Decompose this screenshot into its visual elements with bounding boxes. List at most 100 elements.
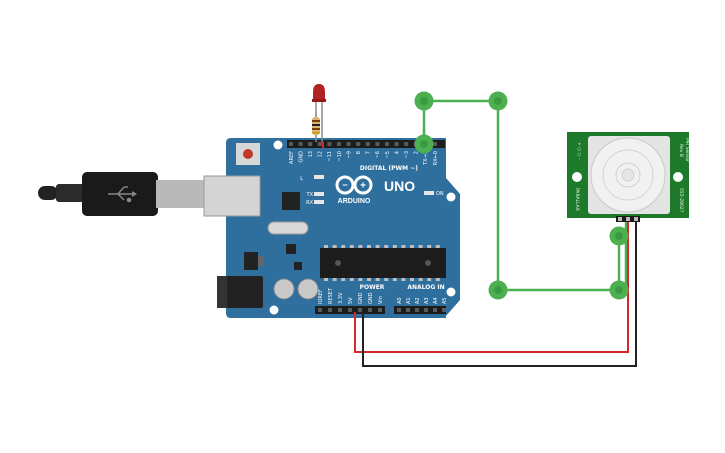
crystal-oscillator [267, 221, 309, 235]
arduino-logo: − + [335, 175, 373, 195]
header-pin-label: GND [298, 151, 304, 163]
pir-mount-hole [673, 172, 683, 182]
chip-leg [392, 245, 397, 248]
header-pin-label: 13 [308, 151, 314, 157]
header-pin-socket[interactable] [424, 308, 428, 312]
resistor[interactable] [312, 114, 320, 142]
header-pin-socket[interactable] [404, 142, 409, 146]
analog-label: ANALOG IN [407, 284, 444, 291]
mounting-hole [446, 192, 456, 202]
usb-cable-neck [56, 184, 84, 202]
power-label: POWER [360, 284, 385, 291]
header-pin-socket[interactable] [365, 142, 370, 146]
pir-pin-vcc[interactable] [626, 217, 630, 221]
header-pin-socket[interactable] [327, 142, 332, 146]
pir-dome-ring [615, 162, 641, 188]
chip-leg [332, 245, 337, 248]
chip-leg [392, 278, 397, 281]
chip-leg [332, 278, 337, 281]
header-pin-socket[interactable] [358, 308, 362, 312]
chip-legs-top [324, 245, 440, 248]
header-pin-socket[interactable] [375, 142, 380, 146]
header-pin-socket[interactable] [433, 142, 437, 146]
logo-plus: + [360, 181, 366, 192]
mounting-hole [273, 140, 283, 150]
header-pin-socket[interactable] [346, 142, 351, 146]
header-pin-socket[interactable] [385, 142, 389, 146]
header-pin-label: A4 [433, 297, 439, 304]
resistor-band [312, 120, 320, 122]
header-pin-socket[interactable] [433, 308, 437, 312]
voltage-regulator [244, 252, 258, 270]
header-pin-socket[interactable] [289, 142, 293, 146]
small-chip [294, 262, 302, 270]
header-pin-socket[interactable] [356, 142, 361, 146]
header-pin-socket[interactable] [368, 308, 372, 312]
header-pin-label: GND [368, 292, 374, 304]
tx-led [314, 192, 324, 196]
header-pin-label: GND [358, 292, 364, 304]
header-pin-socket[interactable] [328, 308, 332, 312]
header-pin-socket[interactable] [298, 142, 303, 146]
header-pin-socket[interactable] [394, 142, 399, 146]
pir-pin-gnd[interactable] [634, 217, 638, 221]
wire-node-center [494, 286, 502, 294]
capacitor [297, 278, 319, 300]
chip-leg [410, 245, 414, 248]
header-pin-socket[interactable] [337, 142, 341, 146]
pir-sensor[interactable]: + ○ ○ - 555-28027 PIR Sensor Rev B PARAL… [567, 132, 690, 222]
wire-node-center [615, 232, 623, 240]
pir-brand: PARALLAX [574, 188, 580, 211]
atmega-chip-dot [335, 260, 341, 266]
resistor-band [312, 132, 320, 134]
header-pin-label: 8 [356, 151, 362, 154]
header-pin-label: 5V [348, 297, 354, 304]
chip-leg [367, 278, 371, 281]
mounting-hole [269, 305, 279, 315]
wire-nodes [414, 91, 629, 300]
ground-wire-black[interactable] [362, 222, 637, 367]
on-led-label: ON [436, 191, 444, 197]
chip-leg [418, 245, 423, 248]
usb-plug-metal [156, 180, 204, 208]
header-pin-label: ~5 [385, 151, 391, 158]
brand-label: ARDUINO [338, 198, 371, 205]
regulator [286, 244, 296, 254]
on-led [424, 191, 434, 195]
rx-led [314, 200, 324, 204]
header-pin-socket[interactable] [397, 308, 401, 312]
mounting-hole [446, 287, 456, 297]
chip-leg [375, 278, 380, 281]
chip-leg [435, 278, 440, 281]
usb-cable[interactable] [38, 172, 204, 216]
pir-title: PIR Sensor [684, 138, 690, 162]
capacitor [273, 278, 295, 300]
pir-part-number: 555-28027 [678, 188, 684, 213]
red-led[interactable] [312, 84, 326, 142]
header-pin-socket[interactable] [308, 142, 313, 146]
header-pin-label: IOREF [318, 289, 324, 304]
header-pin-socket[interactable] [348, 308, 352, 312]
chip-leg [418, 278, 423, 281]
header-pin-socket[interactable] [318, 308, 322, 312]
chip-leg [401, 245, 406, 248]
usb-cable-strain-relief [38, 186, 58, 200]
chip-leg [349, 245, 354, 248]
header-pin-socket[interactable] [378, 308, 382, 312]
header-pin-socket[interactable] [317, 142, 322, 146]
header-pin-socket[interactable] [442, 308, 446, 312]
header-pin-label: ~10 [337, 151, 343, 162]
header-pin-socket[interactable] [415, 308, 419, 312]
digital-label: DIGITAL (PWM ~) [360, 165, 418, 172]
resistor-band [312, 128, 320, 130]
chip-leg [324, 245, 328, 248]
pir-pin-out[interactable] [618, 217, 622, 221]
chip-leg [410, 278, 414, 281]
analog-header[interactable] [394, 306, 446, 314]
header-pin-socket[interactable] [338, 308, 342, 312]
chip-leg [401, 278, 406, 281]
header-pin-socket[interactable] [406, 308, 410, 312]
